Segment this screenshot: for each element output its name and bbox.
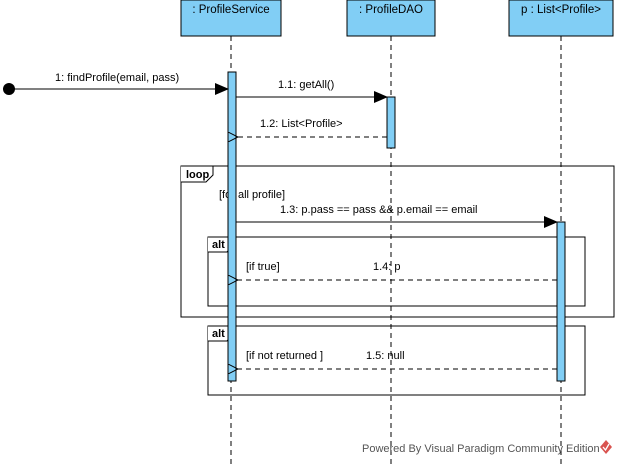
fragment-alt-1[interactable]: alt [if true] [207, 236, 586, 307]
activation-bar-profile-list[interactable] [556, 221, 566, 382]
activation-bar-profile-dao[interactable] [386, 96, 396, 149]
message-1-4-return[interactable]: 1.4: p [237, 261, 557, 280]
lifeline-label-profile-dao: : ProfileDAO [359, 4, 423, 16]
lifeline-label-profile-list: p : List<Profile> [521, 4, 601, 16]
message-1-4-label: 1.4: p [373, 261, 401, 273]
message-1-1-label: 1.1: getAll() [278, 79, 334, 91]
fragment-loop-frame[interactable] [180, 165, 615, 318]
lifeline-profile-dao[interactable]: : ProfileDAO [346, 0, 436, 465]
fragment-loop[interactable]: loop [for all profile] [180, 165, 615, 318]
lifeline-profile-service[interactable]: : ProfileService [180, 0, 282, 465]
message-1-2-return[interactable]: 1.2: List<Profile> [237, 118, 387, 137]
visual-paradigm-logo-icon [600, 440, 612, 454]
message-1-5-return[interactable]: 1.5: null [237, 350, 557, 369]
fragment-alt-1-operator: alt [212, 239, 225, 251]
watermark-text: Powered By Visual Paradigm Community Edi… [362, 443, 600, 455]
message-1-find-profile[interactable]: 1: findProfile(email, pass) [3, 72, 229, 95]
fragment-alt-2-operator: alt [212, 328, 225, 340]
fragment-loop-operator: loop [186, 169, 209, 181]
message-1-label: 1: findProfile(email, pass) [55, 72, 179, 84]
activation-bar-profile-service[interactable] [227, 71, 237, 382]
watermark: Powered By Visual Paradigm Community Edi… [362, 440, 612, 455]
fragment-alt-2-frame[interactable] [207, 325, 586, 396]
message-1-3-compare[interactable]: 1.3: p.pass == pass && p.email == email [236, 204, 558, 228]
lifeline-head-profile-list[interactable] [508, 0, 614, 37]
lifeline-label-profile-service: : ProfileService [192, 4, 269, 16]
fragment-loop-operator-tab [181, 165, 214, 183]
lifeline-head-profile-service[interactable] [180, 0, 282, 37]
lifeline-head-profile-dao[interactable] [346, 0, 436, 37]
fragment-alt-2[interactable]: alt [if not returned ] [207, 325, 586, 396]
fragment-alt-1-guard: [if true] [246, 261, 280, 273]
message-1-3-label: 1.3: p.pass == pass && p.email == email [280, 204, 478, 216]
lifeline-profile-list[interactable]: p : List<Profile> [508, 0, 614, 465]
message-1-2-label: 1.2: List<Profile> [260, 118, 343, 130]
fragment-alt-1-frame[interactable] [207, 236, 586, 307]
message-1-5-label: 1.5: null [366, 350, 405, 362]
message-1-1-get-all[interactable]: 1.1: getAll() [236, 79, 388, 103]
fragment-alt-2-guard: [if not returned ] [246, 350, 323, 362]
